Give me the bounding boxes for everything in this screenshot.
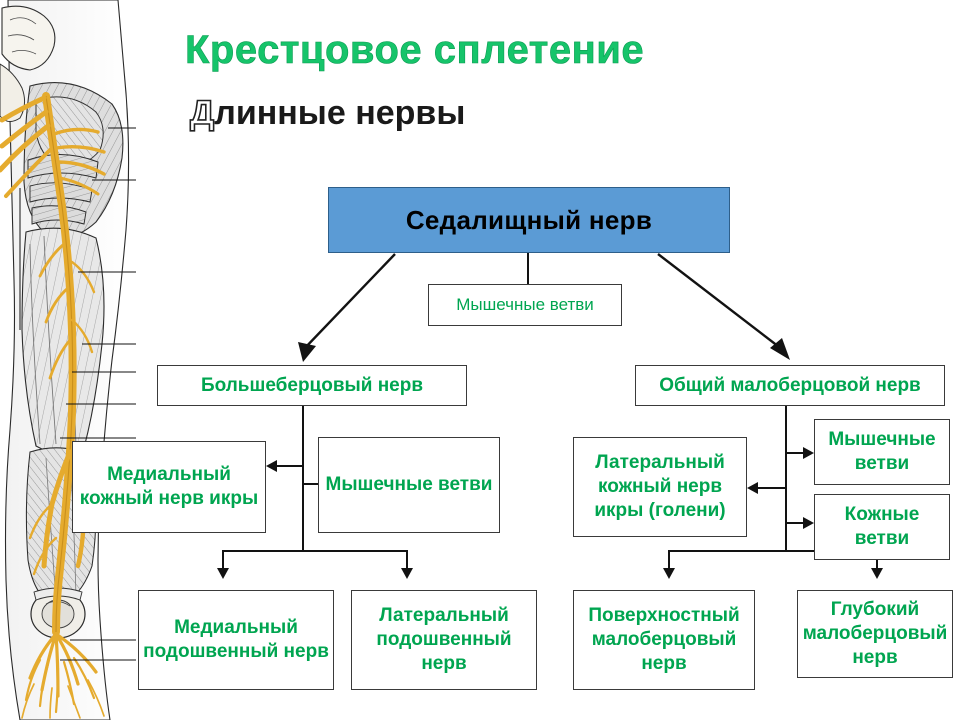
node-common-fibular-nerve[interactable]: Общий малоберцовой нерв bbox=[635, 365, 945, 406]
edge-fibular-distal-bar bbox=[668, 550, 878, 552]
node-lateral-sural-cutaneous-nerve[interactable]: Латеральный кожный нерв икры (голени) bbox=[573, 437, 747, 537]
edge-tibial-to-muscular-tib bbox=[302, 483, 320, 485]
subtitle-first-letter: Д bbox=[189, 93, 215, 133]
node-medial-sural-cutaneous-nerve[interactable]: Медиальный кожный нерв икры bbox=[72, 441, 266, 533]
node-lateral-plantar-nerve[interactable]: Латеральный подошвенный нерв bbox=[351, 590, 537, 690]
node-label: Латеральный подошвенный нерв bbox=[376, 605, 512, 674]
arrowhead-medial-plantar bbox=[217, 568, 229, 579]
node-tibial-nerve[interactable]: Большеберцовый нерв bbox=[157, 365, 467, 406]
edge-fibular-to-lateral-sural bbox=[757, 487, 787, 489]
node-muscular-branches-fibular[interactable]: Мышечные ветви bbox=[814, 419, 950, 485]
edge-tibial-plantar-left-drop bbox=[222, 550, 224, 570]
edge-root-to-tibial bbox=[298, 253, 396, 362]
slide-subtitle: Длинные нервы bbox=[189, 93, 466, 133]
node-medial-plantar-nerve[interactable]: Медиальный подошвенный нерв bbox=[138, 590, 334, 690]
node-cutaneous-branches-fibular[interactable]: Кожные ветви bbox=[814, 494, 950, 560]
node-label: Седалищный нерв bbox=[405, 204, 653, 235]
edge-tibial-to-medial-sural bbox=[276, 465, 304, 467]
edge-fibular-to-muscular-fib bbox=[785, 452, 805, 454]
arrowhead-superficial-fib bbox=[663, 568, 675, 579]
arrowhead-deep-fib bbox=[871, 568, 883, 579]
node-label: Мышечные ветви bbox=[456, 295, 594, 315]
node-label: Поверхностный малоберцовый нерв bbox=[588, 605, 740, 674]
node-label: Мышечные ветви bbox=[828, 429, 936, 474]
edge-fibular-distal-right-drop bbox=[876, 550, 878, 570]
node-label: Глубокий малоберцовый нерв bbox=[802, 599, 948, 668]
edge-fibular-to-cutaneous-fib bbox=[785, 522, 805, 524]
node-deep-fibular-nerve[interactable]: Глубокий малоберцовый нерв bbox=[797, 590, 953, 678]
edge-tibial-plantar-right-drop bbox=[406, 550, 408, 570]
node-sciatic-nerve[interactable]: Седалищный нерв bbox=[328, 187, 730, 253]
node-label: Латеральный кожный нерв икры (голени) bbox=[594, 452, 726, 521]
arrowhead-lateral-sural bbox=[747, 482, 758, 494]
edge-root-to-common-fibular bbox=[657, 253, 790, 360]
edge-fibular-distal-left-drop bbox=[668, 550, 670, 570]
node-muscular-branches-root[interactable]: Мышечные ветви bbox=[428, 284, 622, 326]
node-label: Большеберцовый нерв bbox=[200, 374, 424, 396]
subtitle-rest: линные нервы bbox=[214, 94, 466, 132]
edge-tibial-spine bbox=[302, 405, 304, 550]
slide-title: Крестцовое сплетение bbox=[185, 28, 645, 73]
node-muscular-branches-tibial[interactable]: Мышечные ветви bbox=[318, 437, 500, 533]
edge-root-to-muscular-root bbox=[527, 253, 529, 284]
node-label: Мышечные ветви bbox=[325, 474, 493, 496]
node-label: Медиальный кожный нерв икры bbox=[79, 464, 259, 509]
sciatic-nerve-illustration bbox=[0, 0, 136, 720]
node-label: Общий малоберцовой нерв bbox=[659, 374, 921, 396]
edge-tibial-plantar-bar bbox=[222, 550, 408, 552]
node-label: Кожные ветви bbox=[844, 504, 920, 549]
edge-fibular-spine bbox=[785, 400, 787, 550]
arrowhead-lateral-plantar bbox=[401, 568, 413, 579]
arrowhead-muscular-fib bbox=[803, 447, 814, 459]
arrowhead-cutaneous-fib bbox=[803, 517, 814, 529]
arrowhead-medial-sural bbox=[266, 460, 277, 472]
node-superficial-fibular-nerve[interactable]: Поверхностный малоберцовый нерв bbox=[573, 590, 755, 690]
node-label: Медиальный подошвенный нерв bbox=[143, 617, 329, 662]
